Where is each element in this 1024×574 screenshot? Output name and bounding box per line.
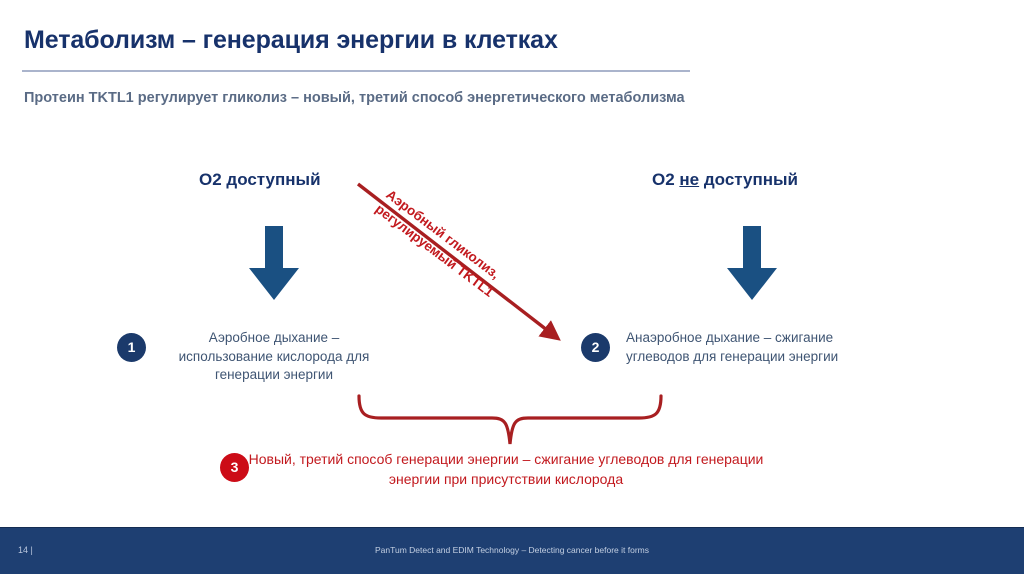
left-column-heading: O2 доступный <box>199 170 321 190</box>
right-heading-underlined: не <box>679 170 700 189</box>
list-item: Анаэробное дыхание – сжигание углеводов … <box>626 330 839 364</box>
status-badge: 2 <box>581 333 610 362</box>
diagonal-label-line1: Аэробный гликолиз, <box>383 186 503 282</box>
footer-page-number: 14 | <box>18 545 33 555</box>
left-heading-prefix: O2 <box>199 170 227 189</box>
footer-bar: 14 | PanTum Detect and EDIM Technology –… <box>0 527 1024 574</box>
status-badge: 3 <box>220 453 249 482</box>
page-title: Метаболизм – генерация энергии в клетках <box>24 26 558 54</box>
right-heading-prefix: O2 <box>652 170 680 189</box>
list-item: Новый, третий способ генерации энергии –… <box>248 451 764 488</box>
diagonal-label-line2: регулируемый TKTL1 <box>372 201 497 300</box>
down-arrow-icon <box>727 226 777 300</box>
page-subtitle: Протеин TKTL1 регулирует гликолиз – новы… <box>24 90 685 106</box>
title-divider <box>22 70 690 72</box>
right-heading-suffix: доступный <box>699 170 798 189</box>
footer-caption: PanTum Detect and EDIM Technology – Dete… <box>374 545 650 555</box>
right-column-heading: O2 не доступный <box>652 170 798 190</box>
status-badge: 1 <box>117 333 146 362</box>
curly-brace-icon <box>357 394 663 445</box>
left-heading-suffix: доступный <box>226 170 321 189</box>
list-item: Аэробное дыхание – использование кислоро… <box>178 330 370 383</box>
diagonal-arrow-label: Аэробный гликолиз, регулируемый TKTL1 <box>371 186 565 344</box>
down-arrow-icon <box>249 226 299 300</box>
